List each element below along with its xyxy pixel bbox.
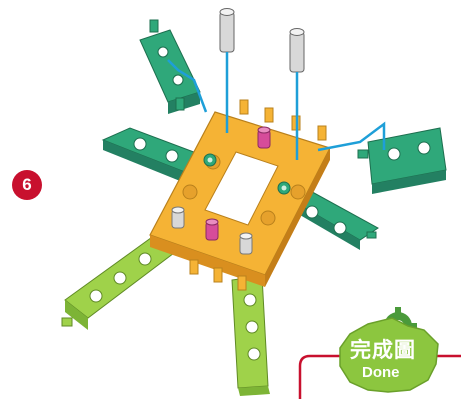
pin-gray-left bbox=[172, 207, 184, 228]
pin-pink-top bbox=[258, 127, 270, 148]
pin-pink-bottom bbox=[206, 219, 218, 240]
pin-gray-right bbox=[240, 233, 252, 254]
floating-pin-left bbox=[220, 9, 234, 53]
orange-frame bbox=[150, 100, 330, 290]
dark-green-piece-top bbox=[140, 20, 200, 114]
step-number-badge: 6 bbox=[12, 170, 42, 200]
step-number: 6 bbox=[22, 175, 31, 195]
green-ring-left bbox=[204, 154, 216, 166]
green-ring-right bbox=[278, 182, 290, 194]
dark-green-piece-right bbox=[358, 128, 446, 194]
light-green-bar-bottom bbox=[232, 276, 270, 396]
floating-pin-right bbox=[290, 29, 304, 73]
done-title-cn: 完成圖 bbox=[350, 334, 416, 364]
done-title-en: Done bbox=[362, 364, 400, 381]
